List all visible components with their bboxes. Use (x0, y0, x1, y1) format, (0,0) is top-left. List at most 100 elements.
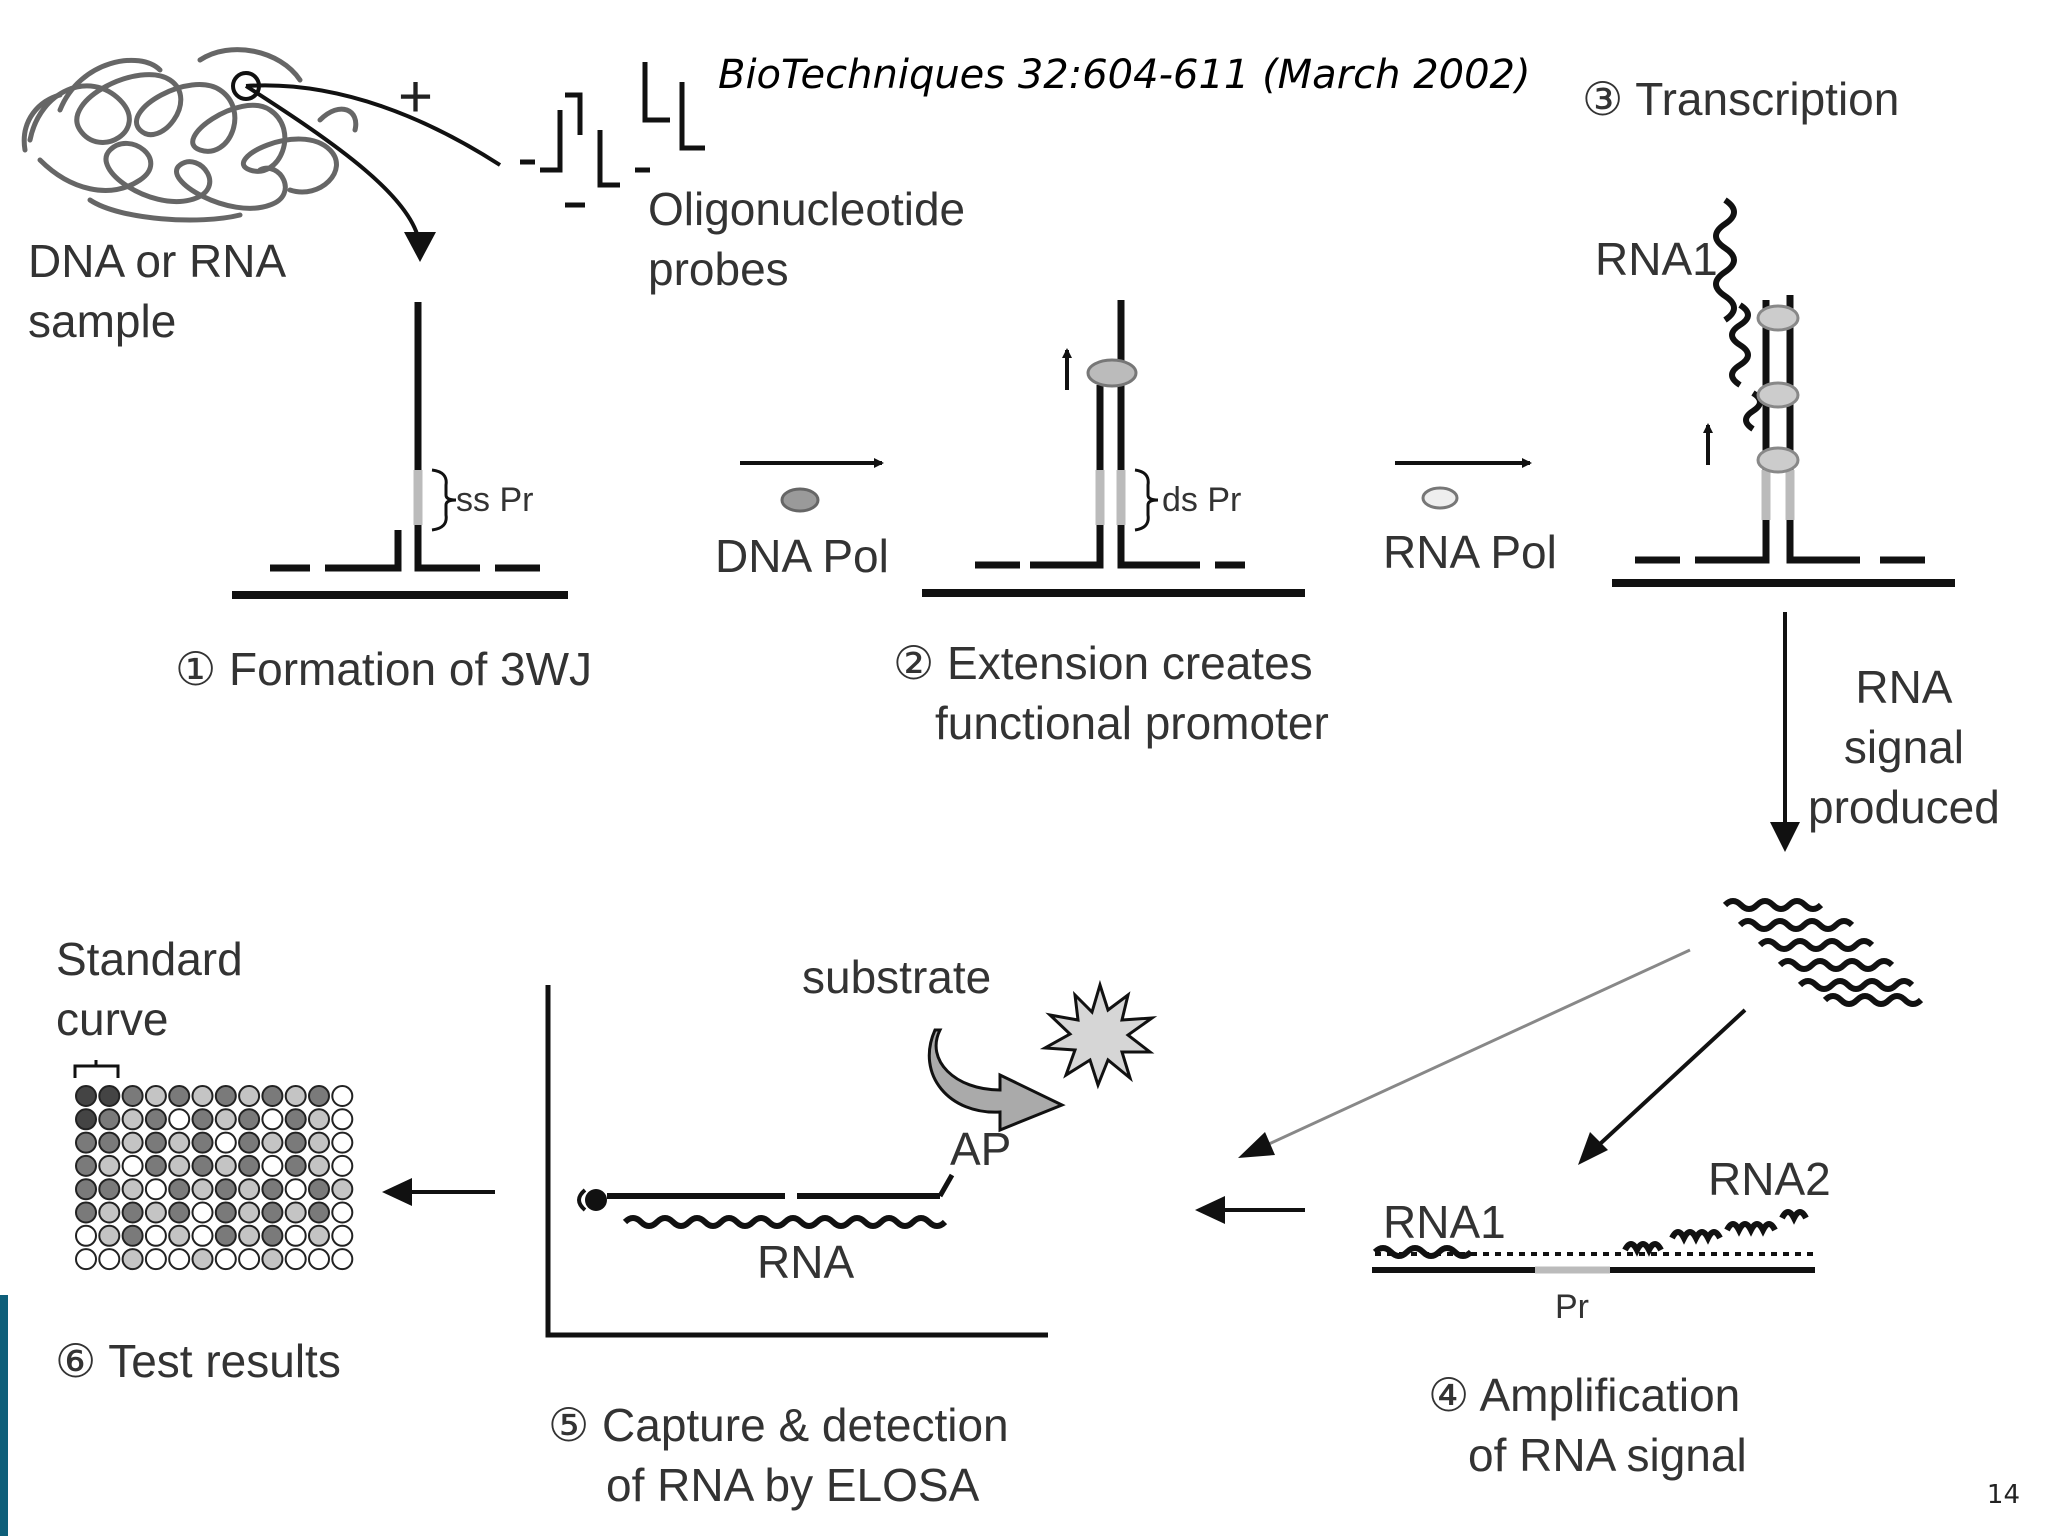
plate-well (98, 1201, 121, 1224)
plate-well (238, 1108, 261, 1131)
plate-well (75, 1248, 97, 1271)
plate-well (331, 1178, 354, 1201)
step-2-caption: ② Extension creates functional promoter (893, 637, 1329, 749)
plate-well (284, 1224, 307, 1247)
rna-pol-label: RNA Pol (1383, 526, 1557, 578)
plate-well (214, 1154, 237, 1177)
rna1-top-label: RNA1 (1595, 233, 1718, 285)
plate-well (261, 1108, 284, 1131)
plate-well (331, 1224, 354, 1247)
plate-well (308, 1224, 330, 1247)
plate-well (238, 1131, 261, 1154)
plate-well (308, 1248, 330, 1271)
plate-well (191, 1085, 214, 1107)
plate-well (238, 1224, 261, 1247)
substrate-label: substrate (802, 951, 992, 1003)
plate-well (75, 1131, 97, 1154)
plate-well (144, 1131, 167, 1154)
plate-well (214, 1131, 237, 1154)
plate-well (144, 1178, 167, 1201)
plate-well (284, 1131, 307, 1154)
plate-well (284, 1085, 307, 1107)
plate-well (284, 1201, 307, 1224)
three-way-junction-1 (232, 302, 568, 599)
plate-well (144, 1201, 167, 1224)
elosa-capture (545, 985, 1048, 1338)
plate-well (121, 1224, 144, 1247)
accent-bar (0, 1295, 8, 1536)
plate-well (75, 1224, 97, 1247)
plate-well (121, 1178, 144, 1201)
plate-well (308, 1131, 330, 1154)
plate-well (214, 1108, 237, 1131)
plus-sign: + (398, 63, 434, 130)
sample-to-junction-arrow (245, 83, 502, 167)
plate-well (98, 1131, 121, 1154)
pr-amp-label: Pr (1555, 1288, 1589, 1326)
arrow-pool-to-capture (1244, 948, 1691, 1157)
plate-well (238, 1248, 261, 1271)
plate-well (121, 1154, 144, 1177)
probe-fragments-icon (520, 62, 705, 208)
rna-pol-enzyme-icon (1421, 486, 1459, 510)
plate-well (331, 1201, 354, 1224)
plate-well (168, 1085, 191, 1107)
citation: BioTechniques 32:604-611 (March 2002) (718, 52, 1531, 98)
plate-well (144, 1248, 167, 1271)
plate-well (144, 1085, 167, 1107)
plate-well (331, 1154, 354, 1177)
amplification-complex (1372, 1209, 1815, 1274)
plate-well (331, 1108, 354, 1131)
plate-well (214, 1248, 237, 1271)
plate-well (284, 1248, 307, 1271)
plate-well (308, 1085, 330, 1107)
plate-well (144, 1224, 167, 1247)
transcription-complex (1612, 197, 1955, 587)
dna-pol-enzyme-icon (780, 487, 820, 513)
plate-well (98, 1154, 121, 1177)
plate-well (168, 1224, 191, 1247)
plate-well (214, 1201, 237, 1224)
plate-well (121, 1248, 144, 1271)
probes-label: Oligonucleotide probes (648, 183, 966, 295)
three-way-junction-2 (922, 300, 1305, 597)
plate-well (308, 1108, 330, 1131)
plate-well (75, 1178, 97, 1201)
plate-well (191, 1224, 214, 1247)
dna-pol-label: DNA Pol (715, 530, 889, 582)
plate-well (75, 1201, 97, 1224)
rna-polymerases-icon (1756, 304, 1800, 474)
standard-curve-label: Standard curve (56, 933, 243, 1045)
plate-well (284, 1108, 307, 1131)
plate-well (191, 1108, 214, 1131)
rna2-amp-label: RNA2 (1708, 1153, 1831, 1205)
plate-well (261, 1085, 284, 1107)
ds-pr-label: ds Pr (1162, 481, 1242, 519)
step-5-caption: ⑤ Capture & detection of RNA by ELOSA (548, 1399, 1009, 1511)
arrow-pool-to-amp (1586, 1008, 1747, 1157)
plate-well (261, 1224, 284, 1247)
plate-well (214, 1178, 237, 1201)
plate-well (98, 1178, 121, 1201)
step-3-caption: ③ Transcription (1582, 73, 1900, 125)
plate-well (238, 1085, 261, 1107)
plate-well (261, 1154, 284, 1177)
plate-well (98, 1108, 121, 1131)
step-6-caption: ⑥ Test results (55, 1335, 341, 1387)
plate-well (121, 1085, 144, 1107)
signal-burst-icon (1039, 979, 1158, 1090)
plate-well (331, 1248, 354, 1271)
plate-well (98, 1224, 121, 1247)
plate-well (98, 1248, 121, 1271)
plate-well (168, 1131, 191, 1154)
microplate (75, 1085, 354, 1271)
rna-signal-label: RNA signal produced (1808, 661, 2000, 833)
plate-well (98, 1085, 121, 1107)
plate-well (168, 1201, 191, 1224)
plate-well (284, 1154, 307, 1177)
rna-pool-icon (1722, 898, 1924, 1007)
plate-well (191, 1154, 214, 1177)
plate-well (191, 1201, 214, 1224)
plate-well (75, 1085, 97, 1107)
